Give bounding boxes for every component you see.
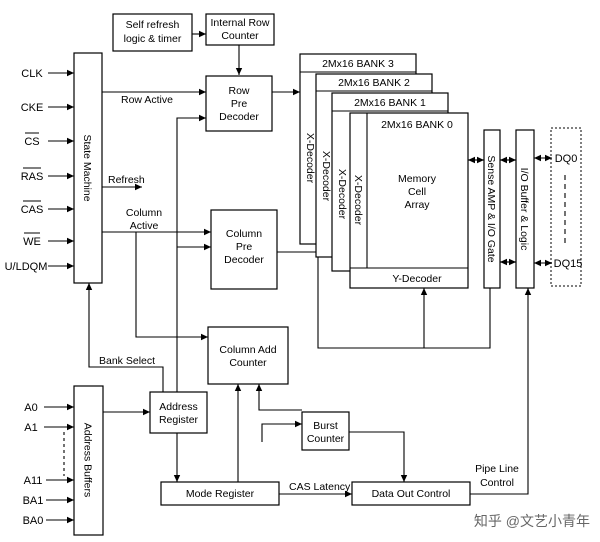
memory-cell-array-line-2: Cell [408,186,426,198]
input-cke: CKE [21,102,44,114]
burst-counter-line-1: Burst [313,420,338,432]
self-refresh-line-1: Self refresh [126,19,180,31]
bank-0-title: 2Mx16 BANK 0 [381,119,453,131]
row-active-label: Row Active [121,94,173,106]
column-add-counter-line-2: Counter [229,357,267,369]
state-machine-block: State Machine [73,52,103,284]
bank-1-title: 2Mx16 BANK 1 [354,97,426,109]
sense-amp-label: Sense AMP & I/O Gate [485,155,497,262]
dq15-label: DQ15 [554,258,583,270]
address-buffers-label: Address Buffers [82,423,94,498]
internal-row-counter-line-1: Internal Row [211,17,270,29]
watermark: 知乎 @文艺小青年 [474,513,590,529]
cas-latency-label: CAS Latency [289,481,351,493]
input-ras: RAS [21,171,44,183]
refresh-label: Refresh [108,174,145,186]
input-cas: CAS [21,204,44,216]
address-register-line-2: Register [159,414,199,426]
input-clk: CLK [21,68,43,80]
address-register-line-1: Address [159,401,198,413]
memory-cell-array-line-3: Array [404,199,430,211]
internal-row-counter-block: Internal Row Counter [205,13,275,46]
burst-counter-line-2: Counter [307,433,345,445]
x-decoder-bank-1: X-Decoder [336,169,348,220]
input-a1: A1 [24,422,37,434]
input-a11: A11 [24,475,43,487]
burst-counter-block: Burst Counter [301,411,350,451]
self-refresh-block: Self refresh logic & timer [112,13,193,52]
state-machine-label: State Machine [81,134,93,201]
x-decoder-bank-0: X-Decoder [352,175,364,226]
input-a0: A0 [24,402,37,414]
row-pre-decoder-line-1: Row [228,85,249,97]
mode-register-label: Mode Register [186,488,255,500]
pipe-line-control-line-1: Pipe Line [475,463,519,475]
column-add-counter-block: Column Add Counter [207,326,289,385]
column-pre-decoder-block: Column Pre Decoder [210,209,278,290]
control-input-labels: CLK CKE CS RAS CAS WE U/LDQM [5,68,48,273]
address-buffers-block: Address Buffers [73,385,104,536]
column-active-line-1: Column [126,207,162,219]
row-pre-decoder-line-3: Decoder [219,111,259,123]
dq0-label: DQ0 [555,153,578,165]
self-refresh-line-2: logic & timer [124,33,182,45]
column-pre-decoder-line-1: Column [226,228,262,240]
address-input-labels: A0 A1 A11 BA1 BA0 [23,402,44,527]
input-we: WE [23,236,41,248]
row-pre-decoder-block: Row Pre Decoder [205,75,273,132]
input-ba0: BA0 [23,515,44,527]
column-add-counter-line-1: Column Add [219,344,276,356]
column-pre-decoder-line-2: Pre [236,241,253,253]
y-decoder-label: Y-Decoder [392,273,442,285]
bank-select-label: Bank Select [99,355,155,367]
bank-2-title: 2Mx16 BANK 2 [338,77,410,89]
dq-pins: DQ0 DQ15 [550,127,583,287]
data-out-control-label: Data Out Control [372,488,451,500]
mode-register-block: Mode Register [160,481,280,506]
column-active-line-2: Active [130,220,159,232]
data-out-control-block: Data Out Control [351,481,471,506]
x-decoder-bank-3: X-Decoder [304,133,316,184]
input-udqm: U/LDQM [5,261,48,273]
x-decoder-bank-2: X-Decoder [320,151,332,202]
input-cs: CS [24,136,39,148]
row-pre-decoder-line-2: Pre [231,98,248,110]
io-buffer-block: I/O Buffer & Logic [515,129,535,289]
column-pre-decoder-line-3: Decoder [224,254,264,266]
pipe-line-control-line-2: Control [480,477,514,489]
memory-cell-array-line-1: Memory [398,173,437,185]
bank-3-title: 2Mx16 BANK 3 [322,58,394,70]
io-buffer-label: I/O Buffer & Logic [518,168,530,251]
internal-row-counter-line-2: Counter [221,30,259,42]
address-register-block: Address Register [149,391,208,434]
wires [44,30,566,524]
sense-amp-block: Sense AMP & I/O Gate [483,129,501,289]
bank-0: 2Mx16 BANK 0 X-Decoder Memory Cell Array… [349,112,469,289]
input-ba1: BA1 [23,495,44,507]
signal-labels: Row Active Refresh Column Active Bank Se… [99,94,519,493]
